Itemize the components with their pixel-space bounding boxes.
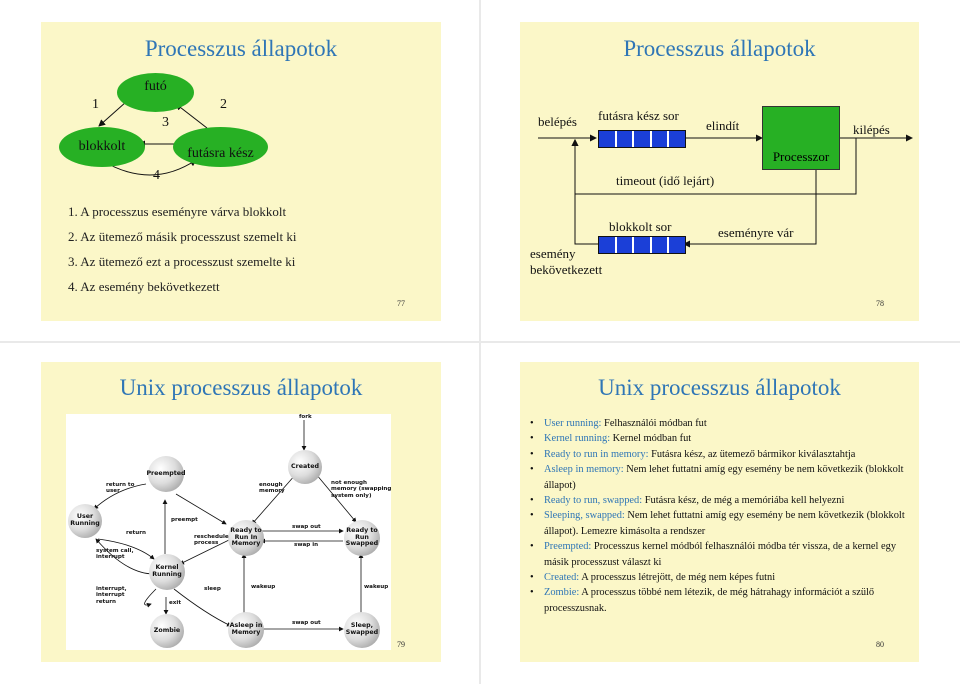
state-running: futó xyxy=(117,73,194,112)
processor-box: Processzor xyxy=(762,106,840,170)
edge-exit: exit xyxy=(169,600,181,606)
list-item: User running: Felhasználói módban fut xyxy=(530,416,908,432)
list-item: 2. Az ütemező másik processzust szemelt … xyxy=(68,229,297,244)
slide-title: Processzus állapotok xyxy=(144,36,338,61)
queue-diagram-arrows xyxy=(538,134,913,248)
list-item: 4. Az esemény bekövetkezett xyxy=(68,279,220,294)
edge-swap-out-bottom: swap out xyxy=(292,620,321,626)
edge-enough-memory: enough memory xyxy=(259,482,285,495)
state-ready-swapped: Ready to Run Swapped xyxy=(344,520,380,556)
page-number: 79 xyxy=(397,640,405,649)
ready-queue-label: futásra kész sor xyxy=(598,108,679,123)
edge-not-enough-memory: not enough memory (swapping system only) xyxy=(331,480,392,499)
slide-title: Unix processzus állapotok xyxy=(598,375,841,400)
entry-label: belépés xyxy=(538,114,577,129)
slide-title: Processzus állapotok xyxy=(623,36,816,61)
exit-label: kilépés xyxy=(853,122,890,137)
unix-state-diagram: User Running Preempted Kernel Running Cr… xyxy=(66,414,391,650)
slide-77: Processzus állapotok futó blokkolt futás… xyxy=(41,22,441,321)
slide-80: Unix processzus állapotok User running: … xyxy=(520,362,919,662)
wait-event-label: eseményre vár xyxy=(718,225,794,240)
edge-preempt: preempt xyxy=(171,517,198,523)
event-label-line1: esemény xyxy=(530,246,576,261)
list-item: Preempted: Processzus kernel módból felh… xyxy=(530,539,908,570)
list-item: Ready to run, swapped: Futásra kész, de … xyxy=(530,493,908,509)
transition-label-1: 1 xyxy=(92,97,99,112)
state-user-running: User Running xyxy=(68,504,102,538)
slide-card-80: Unix processzus állapotok User running: … xyxy=(481,343,960,684)
edge-return: return xyxy=(126,530,146,536)
slide-78: Processzus állapotok belépés futásra kés… xyxy=(520,22,919,321)
edge-wakeup-right: wakeup xyxy=(364,584,389,590)
state-zombie: Zombie xyxy=(150,614,184,648)
state-sleep-swapped: Sleep, Swapped xyxy=(344,612,380,648)
transition-label-4: 4 xyxy=(153,168,160,183)
state-ready: futásra kész xyxy=(173,127,268,167)
edge-reschedule: reschedule process xyxy=(194,534,229,547)
slide-card-77: Processzus állapotok futó blokkolt futás… xyxy=(0,0,479,341)
edge-fork: fork xyxy=(299,414,312,420)
list-item: Zombie: A processzus többé nem létezik, … xyxy=(530,585,908,616)
edge-system-call: system call, interrupt xyxy=(96,548,134,561)
edge-wakeup-left: wakeup xyxy=(251,584,276,590)
state-blocked: blokkolt xyxy=(59,127,145,167)
dispatch-label: elindít xyxy=(706,118,740,133)
edge-interrupt-return: interrupt, interrupt return xyxy=(96,586,127,605)
blocked-queue-label: blokkolt sor xyxy=(609,219,672,234)
slide-card-78: Processzus állapotok belépés futásra kés… xyxy=(481,0,960,341)
state-preempted: Preempted xyxy=(146,456,186,492)
list-item: Kernel running: Kernel módban fut xyxy=(530,431,908,447)
slide-79: Unix processzus állapotok xyxy=(41,362,441,662)
timeout-label: timeout (idő lejárt) xyxy=(616,173,715,188)
page-number: 80 xyxy=(876,640,884,649)
transition-list: 1. A processzus eseményre várva blokkolt… xyxy=(68,204,297,304)
unix-diagram-arrows xyxy=(93,420,364,632)
edge-swap-in: swap in xyxy=(294,542,319,548)
list-item: Ready to run in memory: Futásra kész, az… xyxy=(530,447,908,463)
list-item: Created: A processzus létrejött, de még … xyxy=(530,570,908,586)
list-item: Sleeping, swapped: Nem lehet futtatni am… xyxy=(530,508,908,539)
edge-swap-out-top: swap out xyxy=(292,524,321,530)
state-asleep-in-memory: Asleep in Memory xyxy=(228,612,264,648)
state-description-list: User running: Felhasználói módban fut Ke… xyxy=(530,416,908,616)
page-number: 77 xyxy=(397,299,405,308)
list-item: 3. Az ütemező ezt a processzust szemelte… xyxy=(68,254,296,269)
slide-card-79: Unix processzus állapotok xyxy=(0,343,479,684)
blocked-queue xyxy=(598,236,686,254)
ready-queue xyxy=(598,130,686,148)
state-ready-in-memory: Ready to Run In Memory xyxy=(228,520,264,556)
transition-label-2: 2 xyxy=(220,97,227,112)
list-item: Asleep in memory: Nem lehet futtatni amí… xyxy=(530,462,908,493)
list-item: 1. A processzus eseményre várva blokkolt xyxy=(68,204,287,219)
state-kernel-running: Kernel Running xyxy=(149,554,185,590)
transition-label-3: 3 xyxy=(162,115,169,130)
slide-title: Unix processzus állapotok xyxy=(119,375,363,400)
edge-sleep: sleep xyxy=(204,586,221,592)
edge-return-to-user: return to user xyxy=(106,482,135,495)
page-number: 78 xyxy=(876,299,884,308)
state-created: Created xyxy=(288,450,322,484)
event-label-line2: bekövetkezett xyxy=(530,262,603,277)
